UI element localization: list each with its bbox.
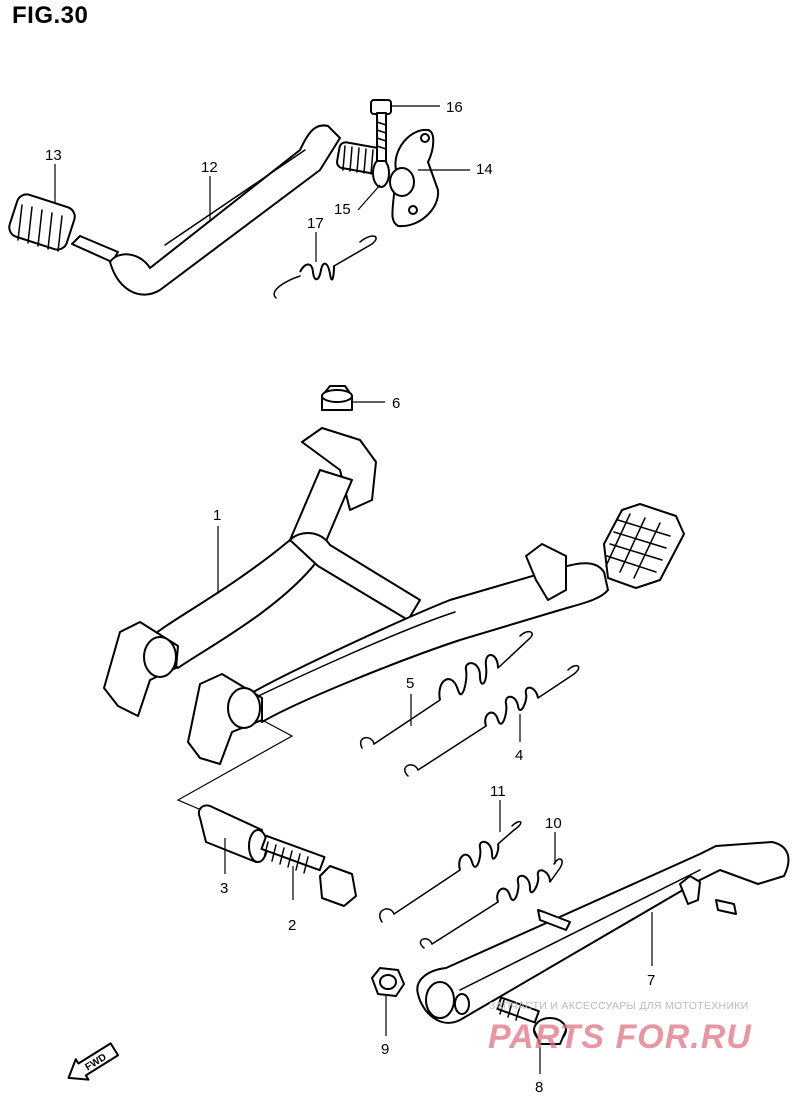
stopper-6 [321,385,353,411]
figure-title: FIG.30 [12,2,89,29]
assembly-line-stand [176,719,294,813]
callout-3: 3 [220,880,228,897]
callout-8: 8 [535,1079,543,1096]
spring-11 [379,820,522,923]
callout-11: 11 [490,783,506,800]
callout-2: 2 [288,917,296,934]
leader-lines [54,105,653,1074]
nut-9 [371,967,405,997]
side-stand-7 [416,841,790,1024]
watermark-tagline: ЗАПЧАСТИ И АКСЕССУАРЫ ДЛЯ МОТОТЕХНИКИ [489,1000,749,1012]
callout-16: 16 [446,99,463,116]
shift-joint-14 [389,128,440,228]
spring-5 [359,630,533,749]
callout-4: 4 [515,747,523,764]
callout-12: 12 [201,159,218,176]
center-stand-1 [103,427,685,765]
callout-6: 6 [392,395,400,412]
pivot-bolt-8 [496,996,567,1045]
pivot-collar-3 [198,804,268,863]
callout-7: 7 [647,972,655,989]
spring-17 [273,235,377,299]
watermark-brand: PARTS FOR.RU [488,1018,752,1056]
callout-14: 14 [476,161,493,178]
callout-13: 13 [45,147,62,164]
callout-1: 1 [213,507,221,524]
fwd-direction-arrow: FWD [67,1042,120,1081]
callout-17: 17 [307,215,324,232]
spring-4 [404,664,580,777]
callout-9: 9 [381,1041,389,1058]
callout-5: 5 [406,675,414,692]
washer-15 [372,158,390,188]
callout-15: 15 [334,201,351,218]
callout-10: 10 [545,815,562,832]
footpeg-rubber-13 [8,193,76,252]
pivot-bolt-2 [260,834,357,907]
bolt-16 [370,99,392,162]
shift-lever-12 [71,124,341,296]
